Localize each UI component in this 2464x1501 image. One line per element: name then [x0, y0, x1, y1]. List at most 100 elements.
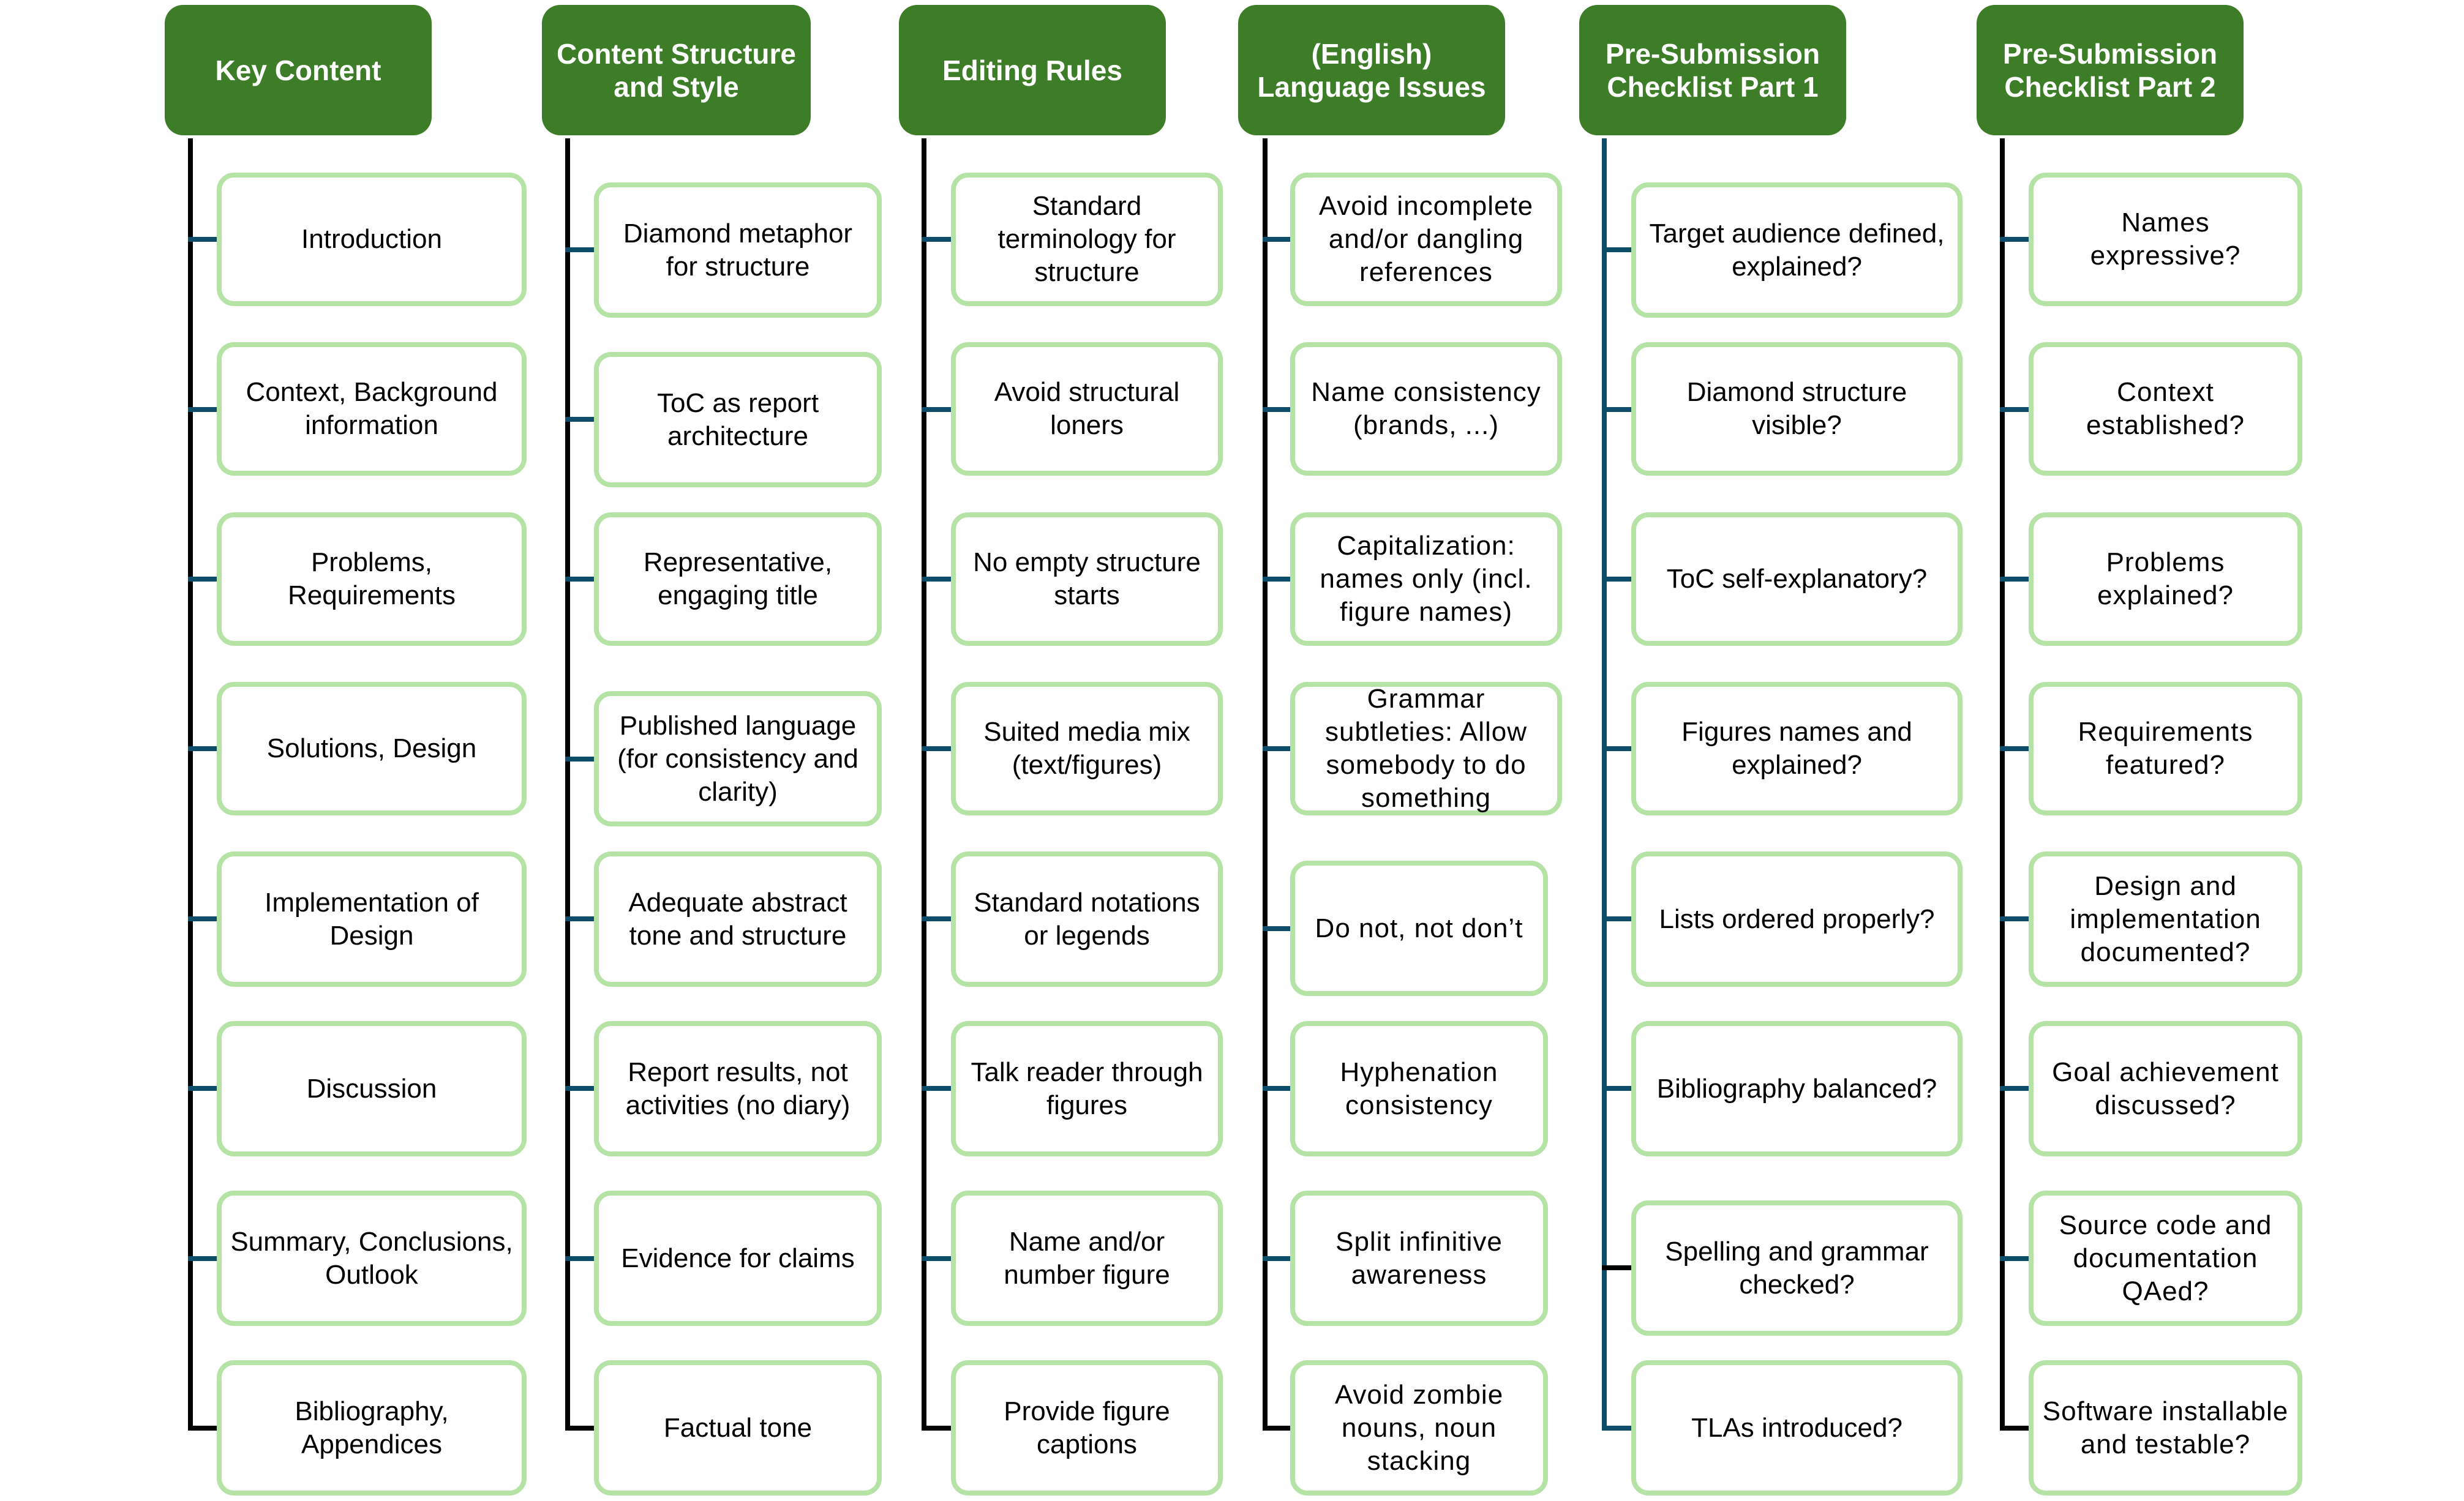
item-box: Adequate abstract tone and structure	[594, 852, 882, 987]
connector-line	[922, 1086, 952, 1091]
spine-line	[2000, 138, 2005, 1431]
spine-line	[188, 138, 193, 1431]
item-label: Context, Background information	[246, 377, 498, 440]
item-box: Diamond structure visible?	[1631, 342, 1963, 476]
item-label: Goal achievement discussed?	[2052, 1057, 2279, 1120]
item-label: Software installable and testable?	[2042, 1396, 2289, 1459]
item-label: Evidence for claims	[621, 1243, 855, 1273]
item-label: ToC self-explanatory?	[1666, 564, 1928, 594]
connector-line	[2000, 916, 2030, 921]
item-label: TLAs introduced?	[1691, 1412, 1902, 1443]
connector-line	[565, 577, 596, 582]
connector-line	[1602, 247, 1632, 252]
item-label: Context established?	[2086, 377, 2245, 440]
item-box: Goal achievement discussed?	[2029, 1021, 2302, 1156]
item-label: Standard notations or legends	[974, 887, 1200, 951]
item-label: Requirements featured?	[2078, 717, 2253, 780]
item-box: Bibliography balanced?	[1631, 1021, 1963, 1156]
item-label: Name consistency (brands, ...)	[1311, 377, 1541, 440]
item-label: ToC as report architecture	[656, 387, 819, 451]
item-label: Lists ordered properly?	[1659, 904, 1935, 934]
connector-line	[2000, 746, 2030, 751]
item-box: Avoid structural loners	[951, 342, 1223, 476]
item-box: Report results, not activities (no diary…	[594, 1021, 882, 1156]
connector-line	[922, 237, 952, 242]
item-box: Discussion	[217, 1021, 527, 1156]
connector-line	[1263, 1086, 1291, 1091]
item-label: Adequate abstract tone and structure	[628, 887, 847, 951]
connector-line	[565, 1426, 596, 1431]
item-box: Problems explained?	[2029, 512, 2302, 646]
item-box: TLAs introduced?	[1631, 1360, 1963, 1495]
connector-line	[1263, 1256, 1291, 1261]
connector-line	[1263, 926, 1291, 931]
item-label: Problems explained?	[2097, 547, 2234, 610]
column-header: Pre-Submission Checklist Part 1	[1579, 5, 1846, 135]
connector-line	[1602, 1426, 1632, 1431]
item-box: Name consistency (brands, ...)	[1290, 342, 1562, 476]
connector-line	[188, 916, 219, 921]
item-box: Standard notations or legends	[951, 852, 1223, 987]
item-label: Representative, engaging title	[643, 547, 833, 610]
connector-line	[1263, 237, 1291, 242]
item-label: Bibliography balanced?	[1656, 1073, 1937, 1104]
connector-line	[188, 407, 219, 412]
item-label: Report results, not activities (no diary…	[625, 1057, 851, 1120]
connector-line	[1602, 577, 1632, 582]
item-label: Hyphenation consistency	[1340, 1057, 1498, 1120]
connector-line	[1263, 577, 1291, 582]
spine-line	[565, 138, 570, 1431]
item-box: Source code and documentation QAed?	[2029, 1191, 2302, 1326]
item-label: Spelling and grammar checked?	[1665, 1236, 1929, 1300]
item-label: Solutions, Design	[266, 733, 477, 763]
item-label: Figures names and explained?	[1681, 717, 1912, 780]
connector-line	[565, 247, 596, 252]
item-label: Target audience defined, explained?	[1649, 218, 1945, 282]
connector-line	[2000, 237, 2030, 242]
item-box: Talk reader through figures	[951, 1021, 1223, 1156]
connector-line	[188, 1256, 219, 1261]
connector-line	[1602, 1265, 1632, 1270]
item-box: Context, Background information	[217, 342, 527, 476]
item-label: Source code and documentation QAed?	[2059, 1210, 2272, 1306]
connector-line	[1602, 916, 1632, 921]
item-label: Factual tone	[663, 1412, 813, 1443]
connector-line	[565, 1086, 596, 1091]
item-box: Requirements featured?	[2029, 682, 2302, 815]
connector-line	[922, 1256, 952, 1261]
item-label: Summary, Conclusions, Outlook	[230, 1226, 513, 1290]
item-box: Design and implementation documented?	[2029, 852, 2302, 987]
item-label: Avoid zombie nouns, noun stacking	[1334, 1379, 1504, 1476]
item-box: Representative, engaging title	[594, 512, 882, 646]
item-box: Bibliography, Appendices	[217, 1360, 527, 1495]
item-label: No empty structure starts	[973, 547, 1201, 610]
connector-line	[922, 746, 952, 751]
item-box: ToC self-explanatory?	[1631, 512, 1963, 646]
connector-line	[2000, 1256, 2030, 1261]
item-box: Avoid incomplete and/or dangling referen…	[1290, 173, 1562, 306]
item-box: Suited media mix (text/figures)	[951, 682, 1223, 815]
item-label: Name and/or number figure	[1004, 1226, 1170, 1290]
connector-line	[188, 237, 219, 242]
item-label: Talk reader through figures	[971, 1057, 1203, 1120]
connector-line	[922, 1426, 952, 1431]
item-label: Capitalization: names only (incl. figure…	[1320, 531, 1533, 627]
connector-line	[922, 577, 952, 582]
connector-line	[188, 746, 219, 751]
item-box: Provide figure captions	[951, 1360, 1223, 1495]
item-box: Problems, Requirements	[217, 512, 527, 646]
item-label: Design and implementation documented?	[2070, 870, 2261, 967]
connector-line	[1602, 1086, 1632, 1091]
item-label: Implementation of Design	[265, 887, 479, 951]
item-box: Lists ordered properly?	[1631, 852, 1963, 987]
item-box: Hyphenation consistency	[1290, 1021, 1548, 1156]
column-header: Key Content	[165, 5, 432, 135]
item-label: Suited media mix (text/figures)	[983, 717, 1190, 780]
connector-line	[1263, 407, 1291, 412]
connector-line	[565, 916, 596, 921]
item-label: Grammar subtleties: Allow somebody to do…	[1324, 684, 1528, 813]
connector-line	[2000, 1086, 2030, 1091]
connector-line	[2000, 407, 2030, 412]
item-box: Split infinitive awareness	[1290, 1191, 1548, 1326]
item-box: No empty structure starts	[951, 512, 1223, 646]
